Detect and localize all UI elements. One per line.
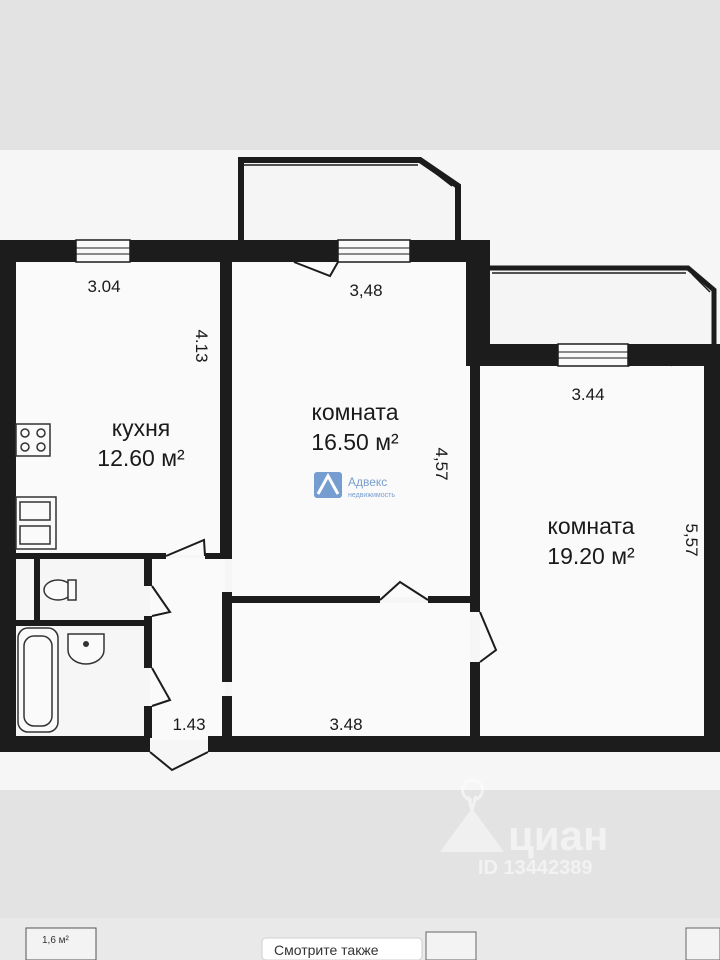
location-pin-icon <box>461 778 484 816</box>
doors <box>149 261 673 772</box>
footer-thumbnail[interactable]: 1,6 м² <box>25 927 97 960</box>
see-also-button[interactable]: Смотрите также <box>261 937 423 960</box>
room2-name: комната <box>548 513 635 539</box>
corridor-area <box>232 603 470 738</box>
room2-width-label: 3.44 <box>571 385 604 404</box>
windows <box>75 239 629 367</box>
agency-logo-subtext: недвижимость <box>348 492 395 499</box>
kitchen-area-label: 12.60 м² <box>97 445 185 471</box>
corridor-width-label: 3.48 <box>329 715 362 734</box>
listing-id: ID 13442389 <box>478 857 593 879</box>
washbasin-icon <box>67 633 105 665</box>
room1-area <box>232 263 470 597</box>
room1-name: комната <box>312 399 399 425</box>
stove-icon <box>15 423 51 457</box>
toilet-icon <box>43 579 77 601</box>
room1-area-label: 16.50 м² <box>311 429 399 455</box>
kitchen-width-label: 3.04 <box>87 277 120 296</box>
cian-logo-icon <box>440 808 504 852</box>
balcony-top <box>238 157 461 242</box>
room2-length-label: 5,57 <box>682 523 701 556</box>
room2-area-label: 19.20 м² <box>547 543 635 569</box>
footer-thumb-label: 1,6 м² <box>42 935 70 946</box>
cian-watermark: циан ID 13442389 <box>440 778 608 879</box>
room1-width-label: 3,48 <box>349 281 382 300</box>
hall-width-label: 1.43 <box>172 715 205 734</box>
cian-brand: циан <box>508 812 608 859</box>
see-also-label: Смотрите также <box>274 942 379 958</box>
bathtub-icon <box>17 627 59 733</box>
hall-area <box>150 558 225 740</box>
balcony-right <box>488 265 717 346</box>
footer-thumbnail-2[interactable] <box>425 931 477 960</box>
room1-length-label: 4,57 <box>432 447 451 480</box>
walls <box>0 240 720 752</box>
room2-area <box>480 366 705 738</box>
kitchen-length-label: 4.13 <box>192 329 211 362</box>
agency-logo: Адвекс недвижимость <box>314 472 395 499</box>
kitchen-name: кухня <box>112 415 170 441</box>
kitchen-sink-icon <box>15 496 57 550</box>
agency-logo-text: Адвекс <box>348 475 387 489</box>
footer-thumbnail-3[interactable] <box>685 927 720 960</box>
